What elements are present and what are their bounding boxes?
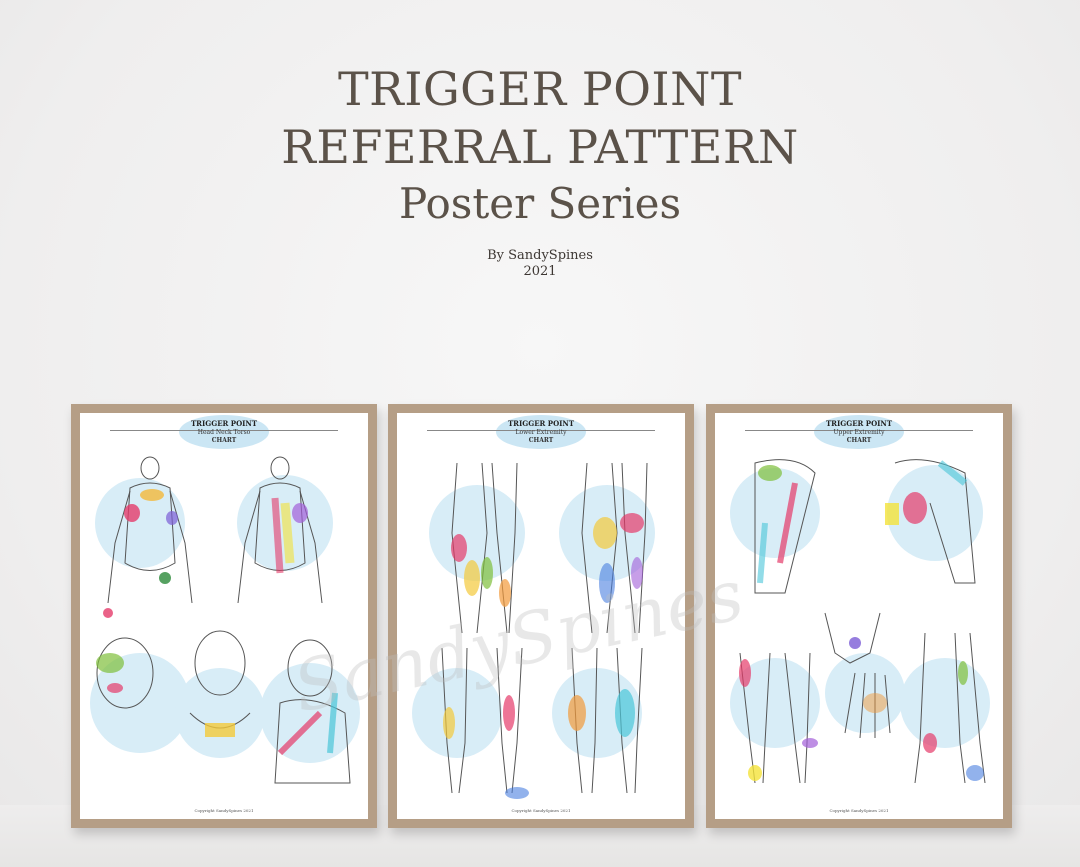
divider: [427, 430, 655, 431]
copyright: Copyright SandySpines 2021: [829, 808, 889, 813]
poster-chart-label: CHART: [211, 437, 237, 444]
title-line-3: Poster Series: [398, 179, 682, 228]
poster-frame-lower-extremity: TRIGGER POINT Lower Extremity CHART: [388, 404, 694, 828]
poster-subtitle: Upper Extremity: [833, 429, 885, 436]
poster-paper: TRIGGER POINT Lower Extremity CHART: [397, 413, 685, 819]
poster-chart-label: CHART: [528, 437, 554, 444]
poster-frame-head-neck-torso: TRIGGER POINT Head Neck Torso CHART: [71, 404, 377, 828]
poster-title: TRIGGER POINT: [825, 419, 893, 428]
copyright: Copyright SandySpines 2021: [511, 808, 571, 813]
poster-title: TRIGGER POINT: [190, 419, 258, 428]
poster-title: TRIGGER POINT: [507, 419, 575, 428]
title-badge: [179, 415, 269, 449]
header: TRIGGER POINT REFERRAL PATTERN Poster Se…: [0, 60, 1080, 280]
divider: [110, 430, 338, 431]
poster-paper: TRIGGER POINT Upper Extremity CHART: [715, 413, 1003, 819]
poster-subtitle: Head Neck Torso: [197, 429, 251, 436]
copyright: Copyright SandySpines 2021: [194, 808, 254, 813]
title-line-2: REFERRAL PATTERN: [281, 120, 799, 174]
title-line-1: TRIGGER POINT: [337, 62, 743, 116]
poster-subtitle: Lower Extremity: [515, 429, 567, 436]
divider: [745, 430, 973, 431]
year: 2021: [523, 264, 557, 279]
title-badge: [814, 415, 904, 449]
anatomy-illustration: [730, 459, 990, 784]
poster-chart-label: CHART: [846, 437, 872, 444]
poster-paper: TRIGGER POINT Head Neck Torso CHART: [80, 413, 368, 819]
anatomy-illustration: [90, 456, 360, 784]
anatomy-illustration: [412, 462, 655, 799]
title-badge: [496, 415, 586, 449]
poster-frame-upper-extremity: TRIGGER POINT Upper Extremity CHART: [706, 404, 1012, 828]
author: By SandySpines: [487, 248, 593, 263]
